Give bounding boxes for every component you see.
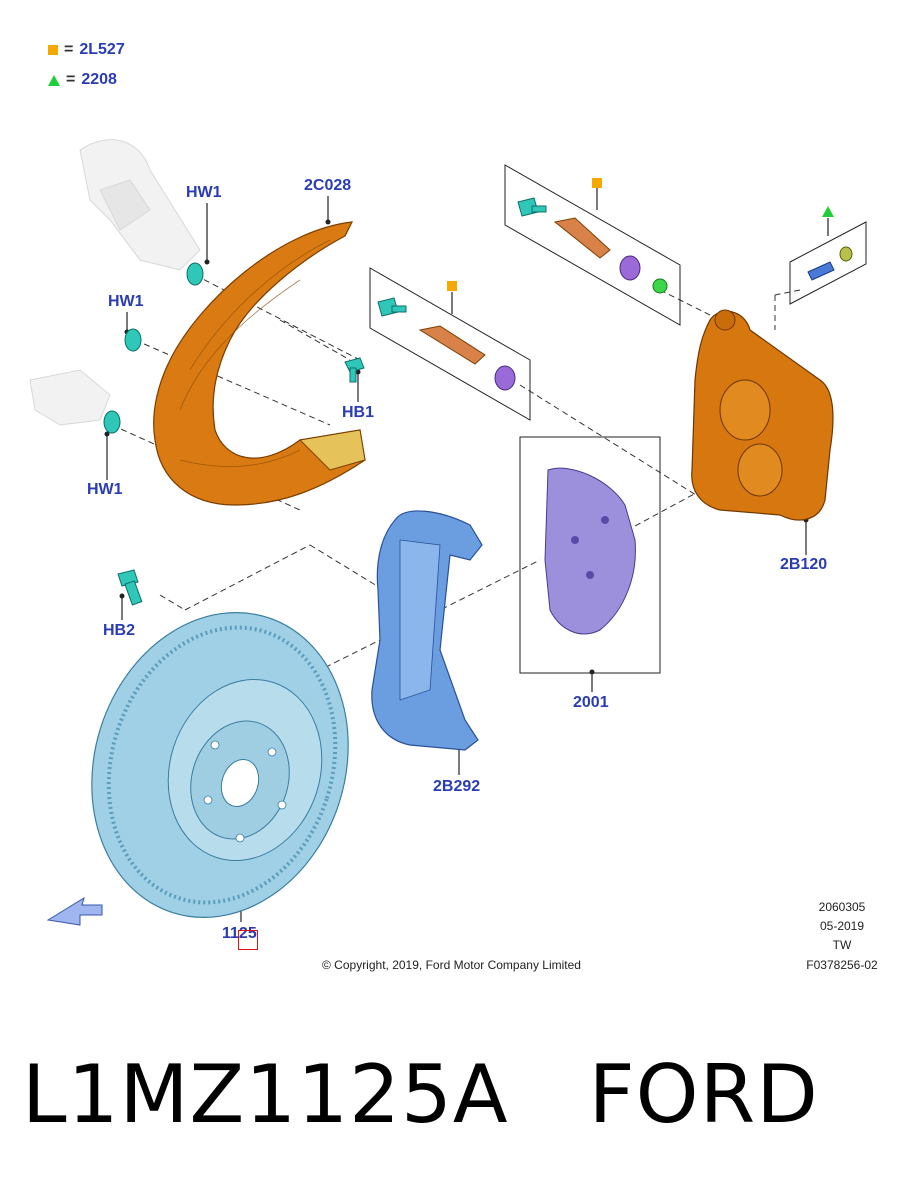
square-marker-icon <box>48 45 58 55</box>
legend-row-triangle: = 2208 <box>48 71 117 89</box>
knuckle-ghost-top <box>79 139 201 271</box>
part-number: L1MZ1125A <box>22 1048 509 1141</box>
meta-region: TW <box>832 938 852 952</box>
callout-2001: 2001 <box>573 694 609 711</box>
guide-pin-kit-lower <box>369 267 531 421</box>
callout-2c028: 2C028 <box>304 177 352 194</box>
callout-2b120: 2B120 <box>780 556 828 573</box>
knuckle-ghost-bottom <box>29 369 111 426</box>
kit-marker-lower-icon <box>447 281 457 291</box>
callout-1125: 1125 <box>222 925 257 942</box>
callout-hb1: HB1 <box>342 404 375 421</box>
triangle-marker-icon <box>48 74 60 86</box>
copyright-notice: © Copyright, 2019, Ford Motor Company Li… <box>322 958 581 972</box>
legend-equals: = <box>64 41 74 58</box>
brake-pad-set <box>519 436 661 674</box>
brake-exploded-diagram <box>29 139 867 926</box>
callout-hb2: HB2 <box>103 622 136 639</box>
guide-pin-kit-upper <box>504 164 681 326</box>
highlight-box <box>238 930 258 950</box>
legend-code-triangle: 2208 <box>81 71 117 88</box>
callout-hw1-bottom: HW1 <box>87 481 123 498</box>
meta-code: 2060305 <box>818 900 866 914</box>
bleeder-kit <box>789 221 867 305</box>
brand-name: FORD <box>588 1048 819 1141</box>
callout-connectors <box>106 188 829 922</box>
meta-figure: F0378256-02 <box>806 958 878 972</box>
legend-code-square: 2L527 <box>79 41 125 58</box>
kit-marker-upper-icon <box>592 178 602 188</box>
caliper-bracket <box>371 510 483 751</box>
caliper <box>691 309 834 521</box>
vehicle-front-arrow-icon <box>46 896 103 926</box>
meta-date: 05-2019 <box>819 919 865 933</box>
hardware-teal <box>103 197 547 606</box>
legend-equals: = <box>66 71 76 88</box>
part-title: L1MZ1125A FORD <box>22 1048 819 1141</box>
splash-shield <box>153 221 366 506</box>
kit-marker-bleeder-icon <box>822 206 834 217</box>
callout-2b292: 2B292 <box>433 778 481 795</box>
callout-hw1-top: HW1 <box>186 184 222 201</box>
legend-row-square: = 2L527 <box>48 41 125 59</box>
callout-hw1-mid: HW1 <box>108 293 144 310</box>
brake-rotor <box>91 612 349 918</box>
